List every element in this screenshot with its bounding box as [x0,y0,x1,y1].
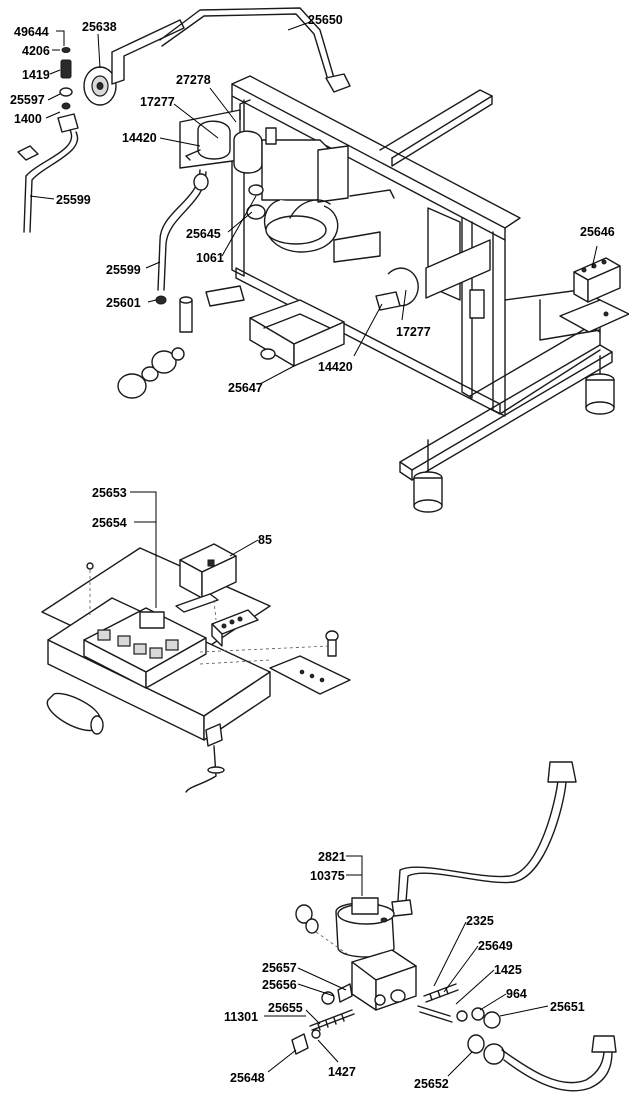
callout-10375: 10375 [310,869,345,883]
leader-lines [29,21,598,1077]
wheel-14420-right [375,267,419,311]
control-box-assembly [41,543,351,793]
callout-25652: 25652 [414,1077,449,1091]
callout-17277-lower: 17277 [396,325,431,339]
callout-25653: 25653 [92,486,127,500]
callout-25601: 25601 [106,296,141,310]
callout-14420-lower: 14420 [318,360,353,374]
callout-964: 964 [506,987,527,1001]
callout-1419: 1419 [22,68,50,82]
callout-25599-upper: 25599 [56,193,91,207]
callout-2821: 2821 [318,850,346,864]
boiler-assembly [155,99,395,305]
callout-25597: 25597 [10,93,45,107]
callout-1400: 1400 [14,112,42,126]
callout-14420-upper: 14420 [122,131,157,145]
solenoid-valve-assembly [291,761,617,1092]
callout-25646: 25646 [580,225,615,239]
callout-25599-lower: 25599 [106,263,141,277]
callout-1425: 1425 [494,963,522,977]
callout-1061: 1061 [196,251,224,265]
callout-25650: 25650 [308,13,343,27]
callout-25649: 25649 [478,939,513,953]
callout-49644: 49644 [14,25,49,39]
callout-25638: 25638 [82,20,117,34]
callout-25656: 25656 [262,978,297,992]
callout-25645: 25645 [186,227,221,241]
callout-25647: 25647 [228,381,263,395]
callout-25651: 25651 [550,1000,585,1014]
callout-25657: 25657 [262,961,297,975]
wheel-25638 [83,66,117,106]
callout-25648: 25648 [230,1071,265,1085]
valve-stem-parts [17,47,79,233]
callout-4206: 4206 [22,44,50,58]
callout-labels: 49644 4206 1419 25597 1400 25638 25650 2… [10,13,615,1091]
terminal-block-25646 [559,257,629,333]
pipe-25650 [111,7,351,93]
drip-tray-25647 [249,299,345,367]
fittings-left [117,285,245,399]
callout-11301: 11301 [224,1010,258,1024]
callout-25654: 25654 [92,516,127,530]
foot-front [413,439,443,513]
foot-right [585,355,615,415]
callout-25655: 25655 [268,1001,303,1015]
callout-27278: 27278 [176,73,211,87]
callout-1427: 1427 [328,1065,356,1079]
callout-2325: 2325 [466,914,494,928]
callout-17277-upper: 17277 [140,95,175,109]
callout-85: 85 [258,533,272,547]
